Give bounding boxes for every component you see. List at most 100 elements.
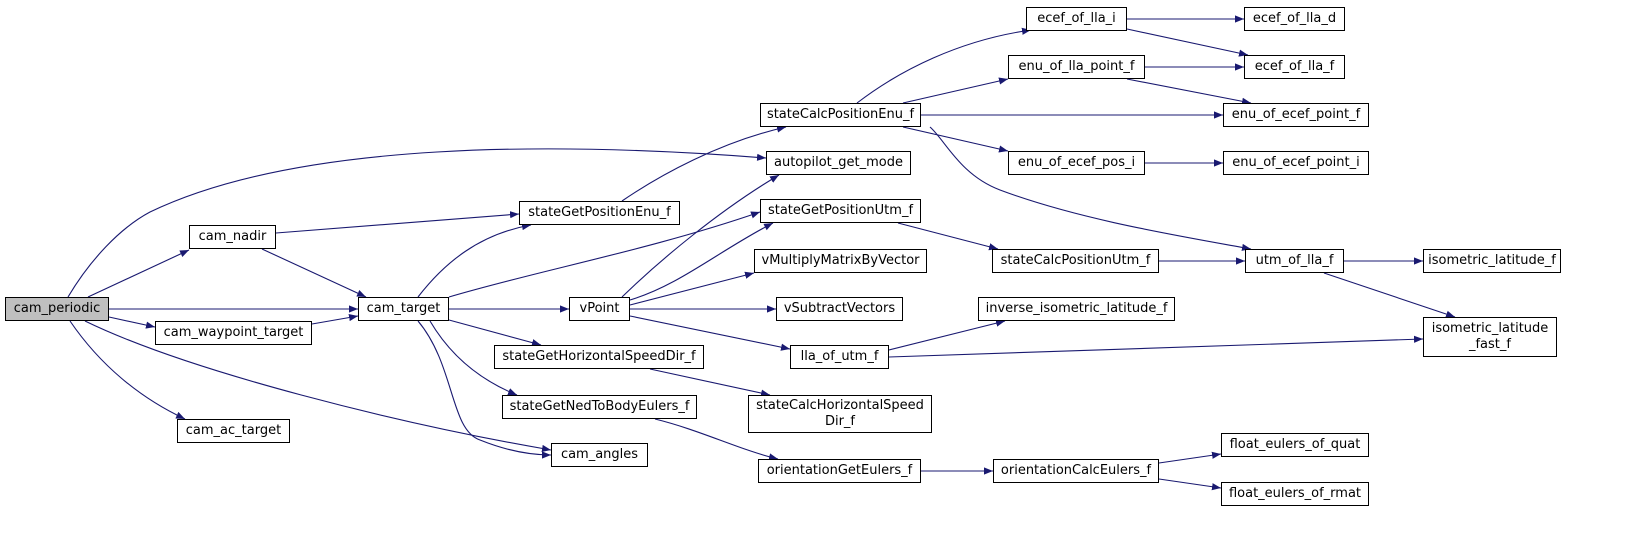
node-ecef-of-lla-i[interactable]: ecef_of_lla_i (1026, 7, 1127, 31)
edge-orientationcalceulers-f-to-float-eulers-of-rmat (1158, 478, 1222, 491)
node-label: lla_of_utm_f (800, 349, 879, 364)
node-lla-of-utm-f[interactable]: lla_of_utm_f (790, 345, 889, 369)
edge-cam-periodic-to-cam-angles (84, 320, 552, 453)
node-label: stateGetNedToBodyEulers_f (509, 399, 690, 414)
node-label: cam_target (366, 301, 441, 316)
node-label: inverse_isometric_latitude_f (985, 301, 1168, 316)
node-label: float_eulers_of_rmat (1228, 486, 1362, 501)
node-label-line: _fast_f (1468, 337, 1511, 352)
node-enu-of-ecef-point-i[interactable]: enu_of_ecef_point_i (1223, 151, 1369, 175)
edge-utm-of-lla-f-to-isometric-latitude-fast-f (1323, 272, 1456, 318)
edge-cam-periodic-to-cam-waypoint-target (108, 316, 156, 329)
node-label: vMultiplyMatrixByVector (761, 253, 920, 268)
edge-cam-target-to-cam-angles (417, 320, 552, 459)
edge-statecalcpositionenu-f-to-enu-of-lla-point-f (902, 77, 1009, 104)
edge-statecalcpositionenu-f-to-utm-of-lla-f (929, 126, 1252, 251)
edge-lla-of-utm-f-to-inverse-isometric-latitude-f (888, 319, 1006, 351)
edge-statecalcpositionenu-f-to-enu-of-ecef-pos-i (902, 126, 1009, 153)
node-state-get-ned-to-body-eulers-f[interactable]: stateGetNedToBodyEulers_f (502, 395, 697, 419)
edge-stategetpositionutm-f-to-statecalcpositionutm-f (897, 222, 999, 251)
node-state-get-position-utm-f[interactable]: stateGetPositionUtm_f (760, 199, 921, 223)
node-label: orientationGetEulers_f (766, 463, 913, 478)
node-label: isometric_latitude_f (1428, 253, 1556, 268)
node-label: enu_of_ecef_point_i (1232, 155, 1360, 170)
node-label: stateCalcPositionEnu_f (766, 107, 915, 122)
node-state-calc-position-utm-f[interactable]: stateCalcPositionUtm_f (992, 249, 1159, 273)
node-autopilot-get-mode[interactable]: autopilot_get_mode (766, 151, 911, 175)
edge-cam-periodic-to-autopilot-get-mode (67, 148, 767, 298)
node-label: stateGetPositionEnu_f (528, 205, 671, 220)
node-inverse-isometric-latitude-f[interactable]: inverse_isometric_latitude_f (978, 297, 1175, 321)
node-v-subtract-vectors[interactable]: vSubtractVectors (776, 297, 903, 321)
node-label: ecef_of_lla_i (1037, 11, 1116, 26)
node-label: cam_periodic (13, 301, 101, 316)
node-state-get-horizontal-speed-dir-f[interactable]: stateGetHorizontalSpeedDir_f (494, 345, 704, 369)
edge-stategethorizontalspeeddir-f-to-statecalchorizontalspeeddir-f (649, 368, 771, 397)
node-cam-periodic[interactable]: cam_periodic (5, 297, 109, 321)
edge-vpoint-to-autopilot-get-mode (621, 174, 780, 298)
edge-cam-target-to-stategetnedtobodyeulers-f (429, 320, 518, 396)
node-cam-ac-target[interactable]: cam_ac_target (177, 419, 290, 443)
edge-cam-nadir-to-cam-target (261, 248, 367, 298)
edge-vpoint-to-vmultiplymatrixbyvector (629, 271, 755, 306)
node-label: float_eulers_of_quat (1229, 437, 1361, 452)
edge-stategetnedtobodyeulers-f-to-orientationgeteulers-f (654, 418, 779, 461)
node-float-eulers-of-rmat[interactable]: float_eulers_of_rmat (1221, 482, 1369, 506)
node-label: autopilot_get_mode (774, 155, 903, 170)
node-label: isometric_latitude_fast_f (1432, 321, 1549, 353)
edge-orientationcalceulers-f-to-float-eulers-of-quat (1158, 451, 1222, 464)
node-cam-nadir[interactable]: cam_nadir (189, 225, 276, 249)
node-v-multiply-matrix-by-vector[interactable]: vMultiplyMatrixByVector (754, 249, 927, 273)
node-cam-angles[interactable]: cam_angles (551, 443, 648, 467)
node-isometric-latitude-f[interactable]: isometric_latitude_f (1423, 249, 1561, 273)
node-state-calc-position-enu-f[interactable]: stateCalcPositionEnu_f (760, 103, 921, 127)
node-enu-of-lla-point-f[interactable]: enu_of_lla_point_f (1008, 55, 1145, 79)
node-label-line: stateCalcHorizontalSpeed (756, 398, 924, 413)
node-ecef-of-lla-d[interactable]: ecef_of_lla_d (1244, 7, 1345, 31)
node-float-eulers-of-quat[interactable]: float_eulers_of_quat (1221, 433, 1369, 457)
node-ecef-of-lla-f[interactable]: ecef_of_lla_f (1244, 55, 1345, 79)
node-label: ecef_of_lla_d (1252, 11, 1337, 26)
node-label: cam_angles (560, 447, 639, 462)
node-label: stateCalcPositionUtm_f (1000, 253, 1151, 268)
edge-vpoint-to-lla-of-utm-f (629, 315, 791, 351)
node-label: stateGetHorizontalSpeedDir_f (502, 349, 696, 364)
node-vpoint[interactable]: vPoint (569, 297, 630, 321)
node-label: cam_nadir (198, 229, 267, 244)
node-cam-target[interactable]: cam_target (358, 297, 449, 321)
node-utm-of-lla-f[interactable]: utm_of_lla_f (1245, 249, 1344, 273)
node-label: ecef_of_lla_f (1254, 59, 1335, 74)
node-cam-waypoint-target[interactable]: cam_waypoint_target (155, 321, 312, 345)
edge-stategetpositionenu-f-to-statecalcpositionenu-f (621, 125, 787, 202)
node-enu-of-ecef-point-f[interactable]: enu_of_ecef_point_f (1223, 103, 1369, 127)
edge-enu-of-lla-point-f-to-enu-of-ecef-point-f (1126, 78, 1252, 105)
node-label: stateGetPositionUtm_f (767, 203, 914, 218)
node-enu-of-ecef-pos-i[interactable]: enu_of_ecef_pos_i (1008, 151, 1145, 175)
edge-cam-periodic-to-cam-nadir (87, 249, 190, 298)
node-label: vPoint (579, 301, 620, 316)
node-label: cam_waypoint_target (163, 325, 304, 340)
edge-cam-target-to-stategethorizontalspeeddir-f (448, 319, 542, 347)
node-state-get-position-enu-f[interactable]: stateGetPositionEnu_f (519, 201, 680, 225)
node-label: enu_of_lla_point_f (1018, 59, 1135, 74)
node-isometric-latitude-fast-f[interactable]: isometric_latitude_fast_f (1423, 317, 1557, 357)
edge-lla-of-utm-f-to-isometric-latitude-fast-f (888, 335, 1424, 358)
edge-statecalcpositionenu-f-to-ecef-of-lla-i (856, 27, 1032, 104)
node-label: utm_of_lla_f (1255, 253, 1334, 268)
node-label: vSubtractVectors (783, 301, 896, 316)
edge-cam-periodic-to-cam-ac-target (69, 320, 186, 420)
node-orientation-calc-eulers-f[interactable]: orientationCalcEulers_f (993, 459, 1159, 483)
node-label: enu_of_ecef_point_f (1231, 107, 1361, 122)
node-label: orientationCalcEulers_f (1000, 463, 1152, 478)
node-orientation-get-eulers-f[interactable]: orientationGetEulers_f (758, 459, 921, 483)
edge-cam-target-to-stategetpositionenu-f (417, 223, 532, 298)
edge-cam-target-to-stategetpositionutm-f (448, 211, 761, 298)
node-label-line: isometric_latitude (1431, 321, 1549, 336)
edge-vpoint-to-stategetpositionutm-f (629, 222, 774, 301)
node-label: enu_of_ecef_pos_i (1017, 155, 1136, 170)
edge-cam-waypoint-target-to-cam-target (311, 313, 359, 325)
